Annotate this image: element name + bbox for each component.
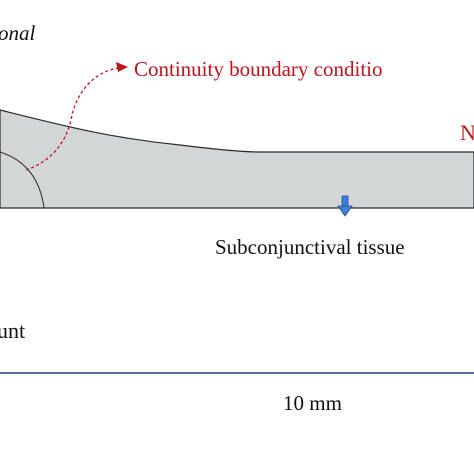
boundary-pointer-icon [25, 67, 119, 171]
bottom-left-partial-label: unt [0, 318, 25, 343]
continuity-boundary-label: Continuity boundary conditio [134, 57, 382, 81]
down-arrow-icon [337, 195, 353, 217]
pointer-arrowhead [116, 62, 128, 72]
right-partial-label: N [460, 120, 474, 145]
scale-bar-label: 10 mm [283, 391, 342, 415]
top-left-partial-label: onal [0, 21, 36, 45]
inner-boundary-curve [0, 151, 45, 209]
tissue-region [0, 109, 474, 209]
subconjunctival-tissue-label: Subconjunctival tissue [215, 235, 405, 259]
